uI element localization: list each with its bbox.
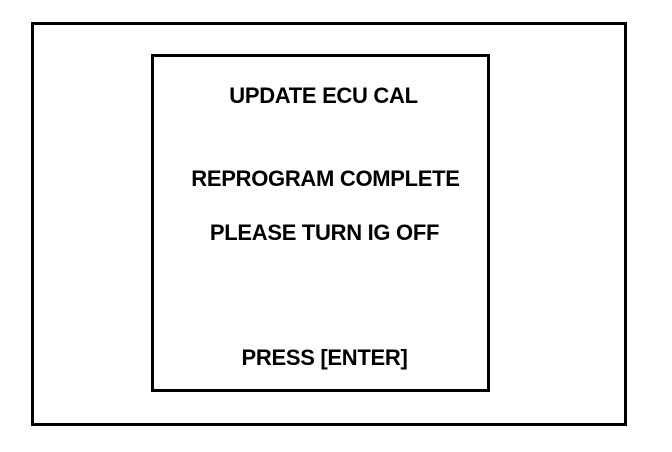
device-frame xyxy=(31,22,627,426)
scan-tool-screen: UPDATE ECU CAL REPROGRAM COMPLETE PLEASE… xyxy=(151,54,490,392)
instruction-message: PLEASE TURN IG OFF xyxy=(209,220,440,245)
screen-title: UPDATE ECU CAL xyxy=(229,83,418,108)
enter-prompt[interactable]: PRESS [ENTER] xyxy=(241,345,408,370)
status-message: REPROGRAM COMPLETE xyxy=(191,166,460,191)
